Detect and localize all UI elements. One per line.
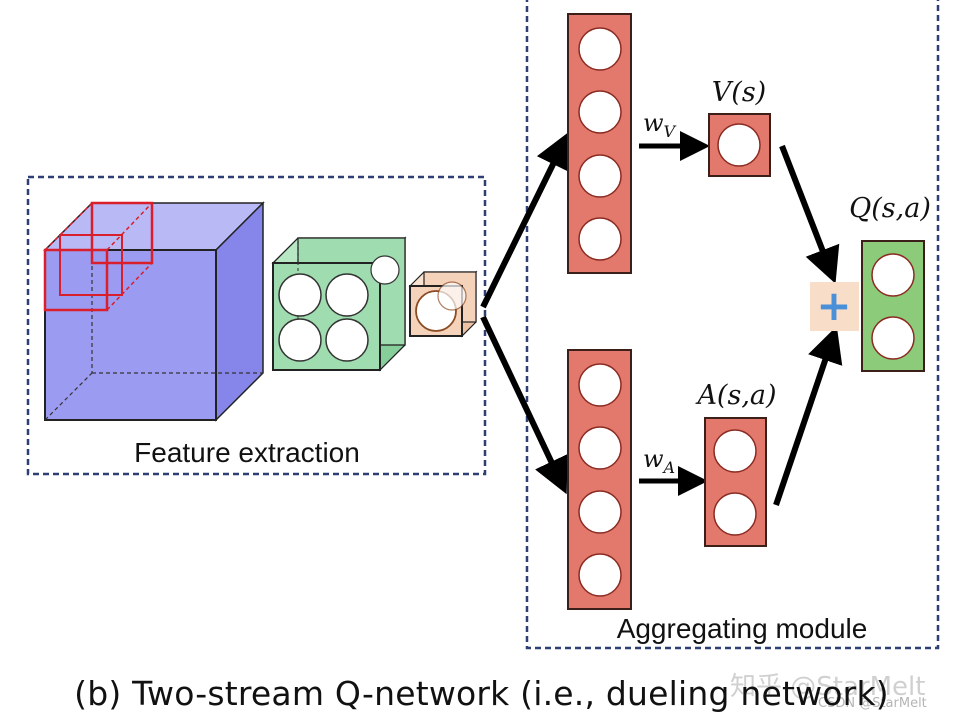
advantage-node — [704, 417, 767, 547]
figure-caption: (b) Two-stream Q-network (i.e., dueling … — [74, 674, 889, 713]
branch-arrow-up — [480, 131, 570, 309]
advantage-label: A(s,a) — [694, 380, 776, 411]
sum-operator-box — [810, 282, 859, 331]
value-stream-fc-layer — [567, 13, 632, 274]
branch-arrow-down — [480, 315, 568, 495]
aggregating-module-box — [525, 0, 940, 650]
advantage-to-sum-arrow — [773, 325, 843, 506]
aggregating-module-label: Aggregating module — [617, 613, 868, 644]
weight-a-label: wA — [643, 445, 675, 477]
value-node — [708, 113, 771, 177]
q-value-label: Q(s,a) — [849, 193, 931, 224]
conv-small-volume — [408, 270, 478, 338]
feature-extraction-label: Feature extraction — [134, 437, 360, 468]
watermark-small-text: CSDN @StarMelt — [818, 696, 927, 711]
conv-feature-volume — [271, 236, 407, 372]
value-to-sum-arrow — [779, 144, 840, 284]
watermark-text: 知乎 @StarMelt — [730, 672, 926, 702]
weight-v-label: wV — [643, 109, 677, 141]
plus-icon: + — [816, 281, 851, 330]
q-value-node — [861, 240, 925, 372]
value-label: V(s) — [712, 77, 766, 108]
input-conv-volume — [43, 201, 265, 422]
advantage-stream-fc-layer — [567, 349, 632, 610]
